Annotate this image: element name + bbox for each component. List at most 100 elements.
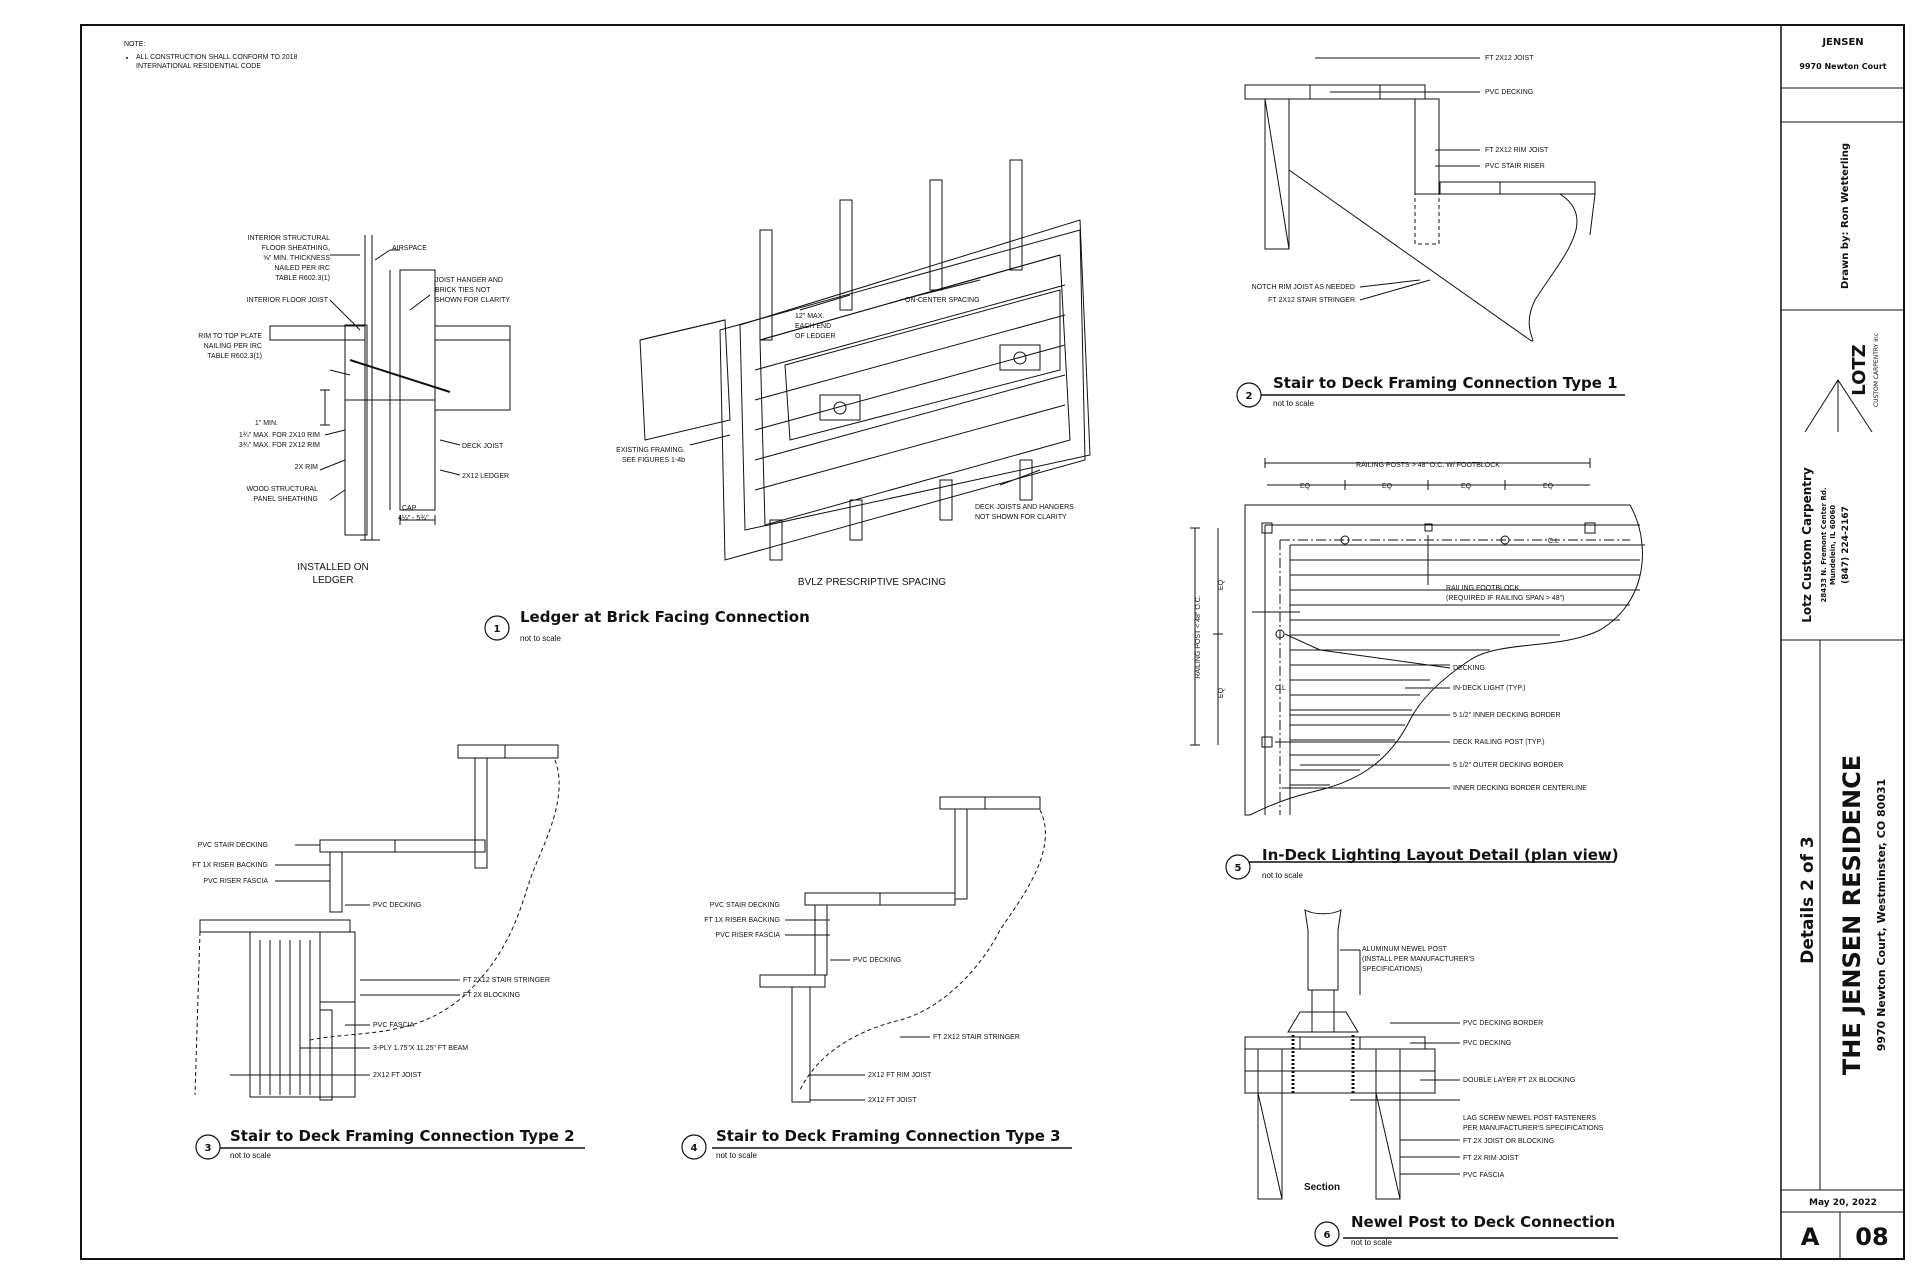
company-logo-subtitle: CUSTOM CARPENTRY inc (1873, 333, 1880, 407)
detail3-label: PVC DECKING (373, 902, 421, 909)
detail1-label: NAILING PER IRC (204, 343, 262, 350)
detail5-label: (REQUIRED IF RAILING SPAN > 48") (1446, 595, 1564, 602)
detail5-number-circle (1225, 854, 1251, 880)
detail2-number-circle (1236, 382, 1262, 408)
detail6-number-circle (1314, 1221, 1340, 1247)
drawn-by: Drawn by: Ron Wetterling (1840, 143, 1851, 289)
bvlz-spacing-label: BVLZ PRESCRIPTIVE SPACING (798, 577, 946, 588)
detail6-label: SPECIFICATIONS) (1362, 966, 1422, 973)
detail1-isometric-drawing (639, 159, 1091, 561)
detail5-eq: EQ (1382, 483, 1393, 490)
title-block-owner: JENSEN (1821, 37, 1863, 48)
detail1-label: TABLE R602.3(1) (275, 275, 330, 282)
detail4-title: Stair to Deck Framing Connection Type 3 (716, 1127, 1061, 1145)
detail6-label: PER MANUFACTURER'S SPECIFICATIONS (1463, 1125, 1604, 1132)
sheet-date: May 20, 2022 (1809, 1198, 1877, 1208)
detail5-centerline-top: C.L (1548, 538, 1559, 545)
detail2-drawing (1244, 57, 1625, 396)
detail3-scale: not to scale (230, 1151, 271, 1160)
detail6-label: FT 2X JOIST OR BLOCKING (1463, 1138, 1554, 1145)
detail6-label: PVC FASCIA (1463, 1172, 1505, 1179)
company-name: Lotz Custom Carpentry (1800, 467, 1814, 623)
general-note: NOTE: ALL CONSTRUCTION SHALL CONFORM TO … (124, 40, 326, 71)
detail4-label: FT 1X RISER BACKING (704, 917, 780, 924)
detail1-label: 3¾" MAX. FOR 2X12 RIM (239, 442, 320, 449)
title-block-address: 9970 Newton Court (1799, 62, 1886, 71)
detail1-label: 1" MIN. (255, 420, 278, 427)
detail1-label: TABLE R602.3(1) (207, 353, 262, 360)
detail6-labels: ALUMINUM NEWEL POST (INSTALL PER MANUFAC… (1304, 946, 1604, 1193)
detail5-title: In-Deck Lighting Layout Detail (plan vie… (1262, 846, 1619, 864)
detail1-labels: INTERIOR STRUCTURAL FLOOR SHEATHING, ⅝" … (198, 235, 1074, 588)
project-name: THE JENSEN RESIDENCE (1838, 755, 1866, 1075)
detail3-labels: PVC STAIR DECKING FT 1X RISER BACKING PV… (192, 842, 550, 1079)
detail6-label: ALUMINUM NEWEL POST (1362, 946, 1448, 953)
detail6-scale: not to scale (1351, 1238, 1392, 1247)
detail3-label: FT 2X12 STAIR STRINGER (463, 977, 550, 984)
detail1-label: DECK JOIST (462, 443, 504, 450)
detail4-label: PVC DECKING (853, 957, 901, 964)
detail4-number: 4 (691, 1143, 698, 1154)
detail5-eq: EQ (1461, 483, 1472, 490)
detail5-top-dimension: RAILING POSTS > 48" O.C. W/ FOOTBLOCK (1356, 462, 1500, 469)
iso-label: SEE FIGURES 1-4b (622, 457, 685, 464)
detail4-label: 2X12 FT RIM JOIST (868, 1072, 932, 1079)
detail1-label: INTERIOR STRUCTURAL (248, 235, 331, 242)
detail1-label: WOOD STRUCTURAL (246, 486, 318, 493)
detail6-drawing (1244, 909, 1618, 1239)
detail1-label: SHOWN FOR CLARITY (435, 297, 510, 304)
detail4-labels: PVC STAIR DECKING FT 1X RISER BACKING PV… (704, 902, 1020, 1104)
detail3-label: FT 1X RISER BACKING (192, 862, 268, 869)
company-phone: (847) 224-2167 (1841, 506, 1851, 584)
detail1-section-drawing (269, 235, 511, 541)
detail1-title: Ledger at Brick Facing Connection (520, 608, 810, 626)
detail6-label: DOUBLE LAYER FT 2X BLOCKING (1463, 1077, 1575, 1084)
detail5-label: DECKING (1453, 665, 1485, 672)
detail1-label: RIM TO TOP PLATE (198, 333, 262, 340)
detail2-label: FT 2X12 RIM JOIST (1485, 147, 1549, 154)
detail5-eq: EQ (1300, 483, 1311, 490)
detail3-number-circle (195, 1134, 221, 1160)
detail6-label: FT 2X RIM JOIST (1463, 1155, 1519, 1162)
drawing-sheet-border (80, 24, 1905, 1260)
detail1-label: 2X RIM (295, 464, 319, 471)
detail2-label: FT 2X12 STAIR STRINGER (1268, 297, 1355, 304)
detail5-eq: EQ (1543, 483, 1554, 490)
detail5-labels: RAILING POSTS > 48" O.C. W/ FOOTBLOCK EQ… (1195, 462, 1587, 792)
detail1-scale: not to scale (520, 634, 561, 643)
detail2-title: Stair to Deck Framing Connection Type 1 (1273, 374, 1618, 392)
detail2-label: FT 2X12 JOIST (1485, 55, 1534, 62)
detail6-label: (INSTALL PER MANUFACTURER'S (1362, 956, 1475, 963)
detail2-label: PVC STAIR RISER (1485, 163, 1545, 170)
iso-label: EACH END (795, 323, 831, 330)
title-block: JENSEN 9970 Newton Court Drawn by: Ron W… (1798, 37, 1889, 1251)
company-address-line1: 28433 N. Fremont Center Rd. (1820, 487, 1828, 602)
detail6-title: Newel Post to Deck Connection (1351, 1213, 1615, 1231)
detail6-section-label: Section (1304, 1182, 1340, 1193)
iso-label: NOT SHOWN FOR CLARITY (975, 514, 1067, 521)
detail1-label: ⅝" MIN. THICKNESS (263, 255, 330, 262)
detail5-label: INNER DECKING BORDER CENTERLINE (1453, 785, 1587, 792)
detail6-label: PVC DECKING BORDER (1463, 1020, 1543, 1027)
detail2-label: NOTCH RIM JOIST AS NEEDED (1252, 284, 1355, 291)
detail4-label: PVC RISER FASCIA (715, 932, 780, 939)
detail1-number-circle (484, 615, 510, 641)
iso-label: ON-CENTER SPACING (905, 297, 980, 304)
detail1-label: PANEL SHEATHING (254, 496, 318, 503)
detail3-title: Stair to Deck Framing Connection Type 2 (230, 1127, 575, 1145)
detail3-label: FT 2X BLOCKING (463, 992, 520, 999)
sheet-title: Details 2 of 3 (1798, 836, 1818, 964)
detail4-label: 2X12 FT JOIST (868, 1097, 917, 1104)
sheet-letter: A (1801, 1223, 1820, 1251)
detail5-label: RAILING FOOTBLOCK (1446, 585, 1519, 592)
detail3-number: 3 (205, 1143, 212, 1154)
detail1-label: CAP (402, 505, 417, 512)
detail2-number: 2 (1246, 391, 1253, 402)
detail2-labels: FT 2X12 JOIST PVC DECKING FT 2X12 RIM JO… (1252, 55, 1549, 304)
detail1-label: 1¾" MAX. FOR 2X10 RIM (239, 432, 320, 439)
detail4-scale: not to scale (716, 1151, 757, 1160)
title-block-frame (1780, 24, 1905, 1260)
detail1-label: INTERIOR FLOOR JOIST (247, 297, 329, 304)
detail2-label: PVC DECKING (1485, 89, 1533, 96)
